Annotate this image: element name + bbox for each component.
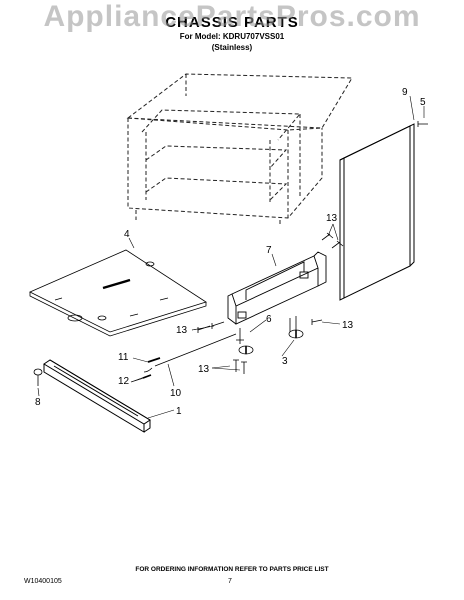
callout-4: 4 <box>124 229 130 240</box>
screw-8 <box>33 368 43 386</box>
side-panel <box>339 123 415 301</box>
leveling-legs <box>236 316 304 355</box>
ordering-note: FOR ORDERING INFORMATION REFER TO PARTS … <box>135 566 329 573</box>
callout-10: 10 <box>170 388 182 399</box>
callout-7: 7 <box>266 245 272 256</box>
base-plate <box>29 249 207 337</box>
callout-5: 5 <box>420 97 426 108</box>
callout-labels: 4 7 9 5 13 13 6 13 3 13 11 12 10 1 8 <box>35 87 426 417</box>
leader-lines <box>37 95 425 419</box>
callout-13-left: 13 <box>176 325 188 336</box>
toe-kick-panel <box>43 359 151 433</box>
callout-11: 11 <box>118 352 129 363</box>
cable <box>143 333 237 373</box>
cabinet-outline <box>126 73 353 226</box>
callout-1: 1 <box>176 406 182 417</box>
model-number: For Model: KDRU707VSS01 <box>179 32 285 41</box>
callout-13-bottom: 13 <box>198 364 210 375</box>
watermark-text: AppliancePartsPros.com <box>43 0 421 33</box>
callout-3: 3 <box>282 356 288 367</box>
callout-13-right: 13 <box>342 320 354 331</box>
callout-6: 6 <box>266 314 272 325</box>
page-title: CHASSIS PARTS <box>165 14 299 31</box>
document-number: W10400105 <box>24 578 62 585</box>
callout-13-top: 13 <box>326 213 338 224</box>
screw-5 <box>417 121 428 127</box>
finish-label: (Stainless) <box>211 43 253 52</box>
clip-parts <box>142 357 161 379</box>
page-number: 7 <box>228 578 232 585</box>
callout-8: 8 <box>35 397 41 408</box>
chassis-bracket <box>227 251 327 325</box>
callout-9: 9 <box>402 87 408 98</box>
callout-12: 12 <box>118 376 130 387</box>
